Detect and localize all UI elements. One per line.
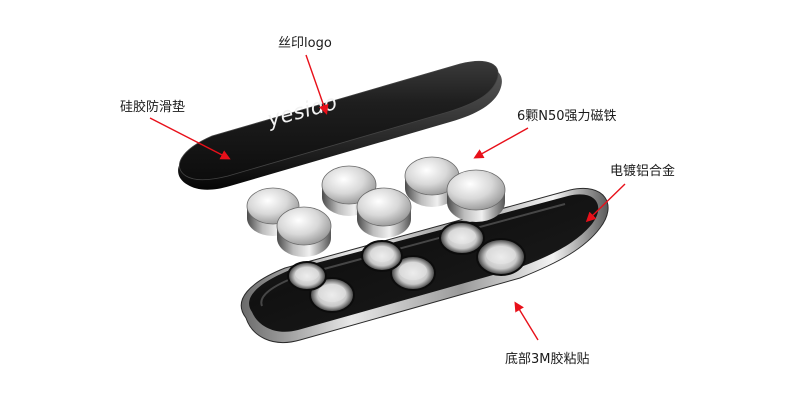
label-magnets: 6颗N50强力磁铁 bbox=[517, 109, 617, 124]
magnet bbox=[356, 187, 412, 238]
label-plating: 电镀铝合金 bbox=[610, 164, 676, 179]
magnets-group bbox=[246, 156, 506, 257]
magnet bbox=[446, 169, 506, 222]
magnet bbox=[276, 206, 332, 257]
magnet-slot bbox=[287, 261, 327, 291]
magnet-slot bbox=[361, 240, 403, 272]
magnet bbox=[404, 156, 460, 207]
label-adhesive: 底部3M胶粘贴 bbox=[505, 352, 590, 367]
magnet-slot bbox=[390, 255, 436, 291]
label-silk-print-logo: 丝印logo bbox=[278, 36, 332, 51]
magnet-slot bbox=[476, 238, 526, 276]
aluminum-base bbox=[240, 187, 609, 344]
magnet-slot bbox=[439, 221, 485, 255]
label-silicone-pad: 硅胶防滑垫 bbox=[120, 100, 186, 115]
